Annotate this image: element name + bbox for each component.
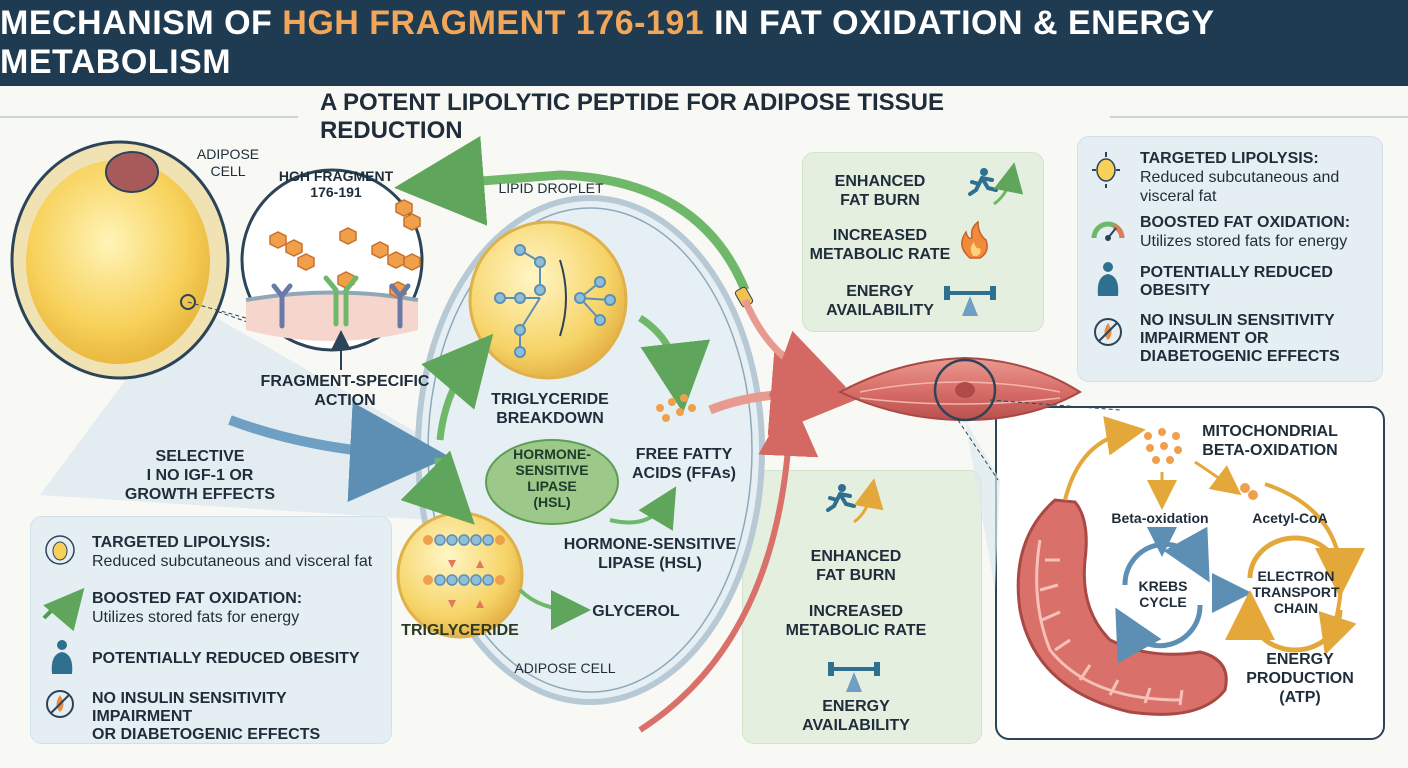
effect-top-metabolic-rate: INCREASED METABOLIC RATE (809, 227, 951, 263)
fat-drop-icon (45, 535, 75, 565)
arrow-to-glycerol (518, 588, 591, 630)
flame-icon (961, 220, 988, 259)
label-acetyl-coa: Acetyl-CoA (1252, 510, 1328, 526)
effect-bottom-energy: ENERGY AVAILABILITY (802, 698, 910, 734)
benefit-title: TARGETED LIPOLYSIS: (1140, 150, 1319, 167)
title-suffix: IN FAT OXIDATION & ENERGY METABOLISM (0, 4, 1214, 81)
benefit-right-lipolysis: TARGETED LIPOLYSIS: Reduced subcutaneous … (1140, 150, 1376, 206)
ffa-dots (656, 394, 696, 422)
no-drop-icon (1094, 318, 1122, 346)
effect-bottom-fat-burn: ENHANCED FAT BURN (810, 548, 902, 584)
label-mito-beta: MITOCHONDRIAL BETA-OXIDATION (1202, 423, 1338, 459)
arrow-fragment-to-cell (394, 135, 750, 292)
benefits-panel-right (1077, 136, 1383, 382)
subtitle-divider-left (0, 116, 298, 118)
subtitle-row: A POTENT LIPOLYTIC PEPTIDE FOR ADIPOSE T… (0, 89, 1408, 144)
benefit-title: TARGETED LIPOLYSIS: (92, 534, 271, 551)
label-etc: ELECTRON TRANSPORT CHAIN (1252, 568, 1340, 616)
label-krebs-cycle: KREBS CYCLE (1138, 578, 1188, 610)
subtitle: A POTENT LIPOLYTIC PEPTIDE FOR ADIPOSE T… (319, 89, 945, 144)
benefit-left-insulin: NO INSULIN SENSITIVITY IMPAIRMENT OR DIA… (92, 690, 384, 744)
zoom-cone (40, 300, 430, 520)
effects-panel-bottom (742, 470, 982, 744)
benefit-desc: Utilizes stored fats for energy (1140, 233, 1348, 250)
benefit-title: POTENTIALLY REDUCED OBESITY (1140, 264, 1333, 299)
benefit-left-lipolysis: TARGETED LIPOLYSIS: Reduced subcutaneous … (92, 534, 384, 571)
header-bar: MECHANISM OF HGH FRAGMENT 176-191 IN FAT… (0, 0, 1408, 86)
benefit-desc: Reduced subcutaneous and visceral fat (1140, 169, 1340, 205)
label-lipid-droplet: LIPID DROPLET (498, 180, 604, 196)
benefit-desc: Reduced subcutaneous and visceral fat (92, 553, 373, 570)
benefit-right-oxidation: BOOSTED FAT OXIDATION: Utilizes stored fa… (1140, 214, 1376, 251)
benefit-title: BOOSTED FAT OXIDATION: (1140, 214, 1351, 231)
hsl-enzyme (485, 439, 619, 525)
arrow-cycle-up (421, 333, 494, 441)
adipose-cell-large (10, 140, 230, 380)
arrow-hsl-to-ffa (609, 486, 677, 531)
benefit-desc: Utilizes stored fats for energy (92, 609, 300, 626)
title-highlight: HGH FRAGMENT 176-191 (282, 4, 705, 42)
label-energy-production: ENERGY PRODUCTION (ATP) (1246, 651, 1354, 706)
label-triglyceride: TRIGLYCERIDE (401, 622, 519, 639)
balance-icon (944, 286, 996, 316)
arrow-to-ffa (638, 315, 711, 413)
label-hgh-fragment: HGH FRAGMENT 176-191 (278, 168, 394, 200)
fat-drop-icon (1092, 152, 1120, 188)
receptor-magnifier (240, 168, 424, 370)
label-hsl-right: HORMONE-SENSITIVE LIPASE (HSL) (563, 536, 737, 572)
runner-icon (968, 162, 1024, 206)
arrow-ffa-to-muscle-2 (741, 298, 847, 397)
body-icon (51, 640, 73, 674)
label-beta-oxidation: Beta-oxidation (1111, 510, 1209, 526)
label-hsl-center: HORMONE- SENSITIVE LIPASE (HSL) (513, 446, 591, 510)
mitochondrion (1016, 498, 1228, 716)
benefit-title: NO INSULIN SENSITIVITY IMPAIRMENT OR DIA… (1140, 312, 1340, 365)
benefit-right-obesity: POTENTIALLY REDUCED OBESITY (1140, 264, 1376, 300)
label-fragment-action: FRAGMENT-SPECIFIC ACTION (260, 373, 430, 409)
balance-icon (828, 662, 880, 692)
triglyceride-sphere (396, 511, 524, 639)
effect-top-energy: ENERGY AVAILABILITY (826, 283, 934, 319)
label-glycerol: GLYCEROL (592, 603, 680, 620)
benefit-title: BOOSTED FAT OXIDATION: (92, 590, 303, 607)
benefit-left-obesity: POTENTIALLY REDUCED OBESITY (92, 650, 384, 668)
label-tg-breakdown: TRIGLYCERIDE BREAKDOWN (491, 391, 609, 427)
label-ffa: FREE FATTY ACIDS (FFAs) (632, 446, 736, 482)
label-adipose-cell-bottom: ADIPOSE CELL (514, 660, 616, 676)
no-drop-icon (46, 690, 74, 718)
mito-ffa-dots (1144, 428, 1182, 464)
label-selective: SELECTIVE I NO IGF-1 OR GROWTH EFFECTS (124, 448, 276, 503)
gauge-icon (1091, 221, 1125, 241)
trend-icon (42, 587, 85, 632)
page-title: MECHANISM OF HGH FRAGMENT 176-191 IN FAT… (0, 4, 1408, 82)
benefit-left-oxidation: BOOSTED FAT OXIDATION: Utilizes stored fa… (92, 590, 384, 627)
arrow-selective (228, 402, 450, 502)
runner-icon (826, 478, 884, 524)
benefits-panel-left (30, 516, 392, 744)
label-adipose-cell-top: ADIPOSE CELL (196, 146, 260, 179)
benefit-title: POTENTIALLY REDUCED OBESITY (92, 650, 360, 667)
subtitle-divider-right (1110, 116, 1408, 118)
benefit-title: NO INSULIN SENSITIVITY IMPAIRMENT OR DIA… (92, 690, 321, 743)
tg-breakdown-sphere (468, 220, 628, 380)
body-icon (1097, 262, 1119, 296)
muscle-tissue (837, 356, 1082, 422)
arrow-glycerol-to-muscle (638, 396, 819, 733)
effect-bottom-metabolic-rate: INCREASED METABOLIC RATE (785, 603, 927, 639)
effect-top-fat-burn: ENHANCED FAT BURN (834, 173, 926, 209)
title-prefix: MECHANISM OF (0, 4, 283, 42)
arrow-cycle-down (400, 450, 475, 525)
benefit-right-insulin: NO INSULIN SENSITIVITY IMPAIRMENT OR DIA… (1140, 312, 1376, 366)
